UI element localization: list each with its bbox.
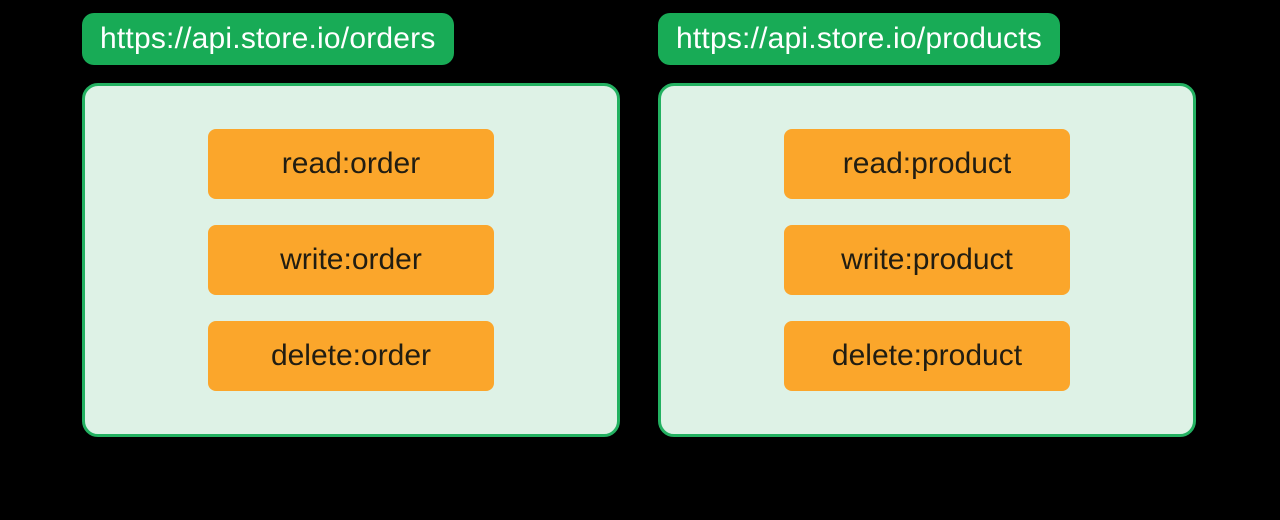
api-group-orders: https://api.store.io/orders read:order w… (82, 13, 620, 437)
scopes-panel-products: read:product write:product delete:produc… (658, 83, 1196, 437)
api-url-badge-orders: https://api.store.io/orders (82, 13, 454, 65)
scope-chip-read-order: read:order (208, 129, 494, 199)
scope-chip-delete-order: delete:order (208, 321, 494, 391)
api-group-products: https://api.store.io/products read:produ… (658, 13, 1196, 437)
scope-chip-delete-product: delete:product (784, 321, 1070, 391)
scopes-panel-orders: read:order write:order delete:order (82, 83, 620, 437)
scope-chip-read-product: read:product (784, 129, 1070, 199)
api-url-badge-products: https://api.store.io/products (658, 13, 1060, 65)
scope-chip-write-product: write:product (784, 225, 1070, 295)
scope-chip-write-order: write:order (208, 225, 494, 295)
